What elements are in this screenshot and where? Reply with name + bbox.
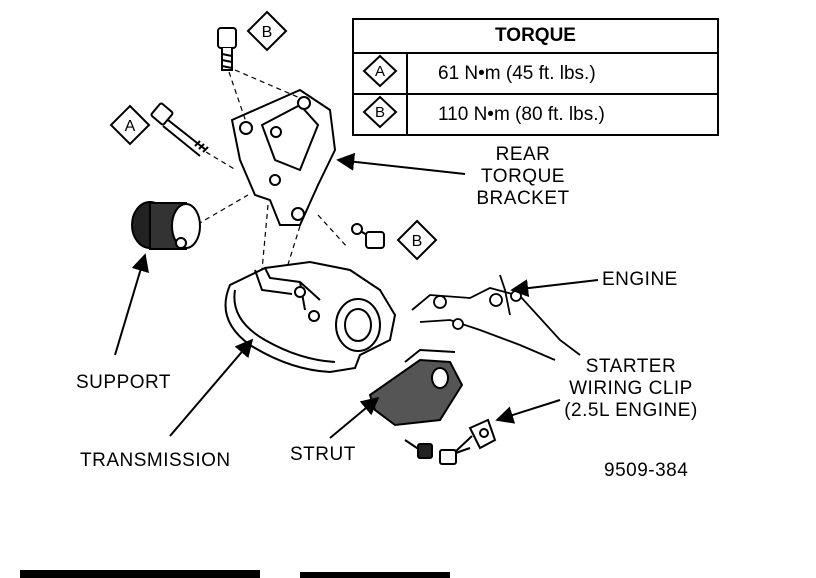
label-starter-wiring-clip: STARTER WIRING CLIP (2.5L ENGINE) xyxy=(556,356,706,422)
label-transmission: TRANSMISSION xyxy=(80,450,231,471)
torque-row-b: B 110 N•m (80 ft. lbs.) xyxy=(352,93,719,136)
label-starter-line3: (2.5L ENGINE) xyxy=(564,400,698,421)
callout-a-letter: A xyxy=(125,118,136,135)
label-strut: STRUT xyxy=(290,444,356,465)
engine-block xyxy=(411,274,581,361)
torque-value-b: 110 N•m (80 ft. lbs.) xyxy=(406,93,719,136)
torque-table-header: TORQUE xyxy=(352,18,719,54)
label-bracket-line2: TORQUE xyxy=(481,166,565,187)
callout-b-top-letter: B xyxy=(262,24,273,41)
label-starter-line1: STARTER xyxy=(585,356,677,377)
strut xyxy=(368,348,464,427)
figure-number: 9509-384 xyxy=(604,460,689,481)
long-bolt xyxy=(150,102,209,157)
middle-bolt xyxy=(351,223,385,249)
torque-key-b-letter: B xyxy=(375,104,385,121)
top-bolt xyxy=(217,27,237,71)
support-mount xyxy=(131,201,201,250)
label-support: SUPPORT xyxy=(76,372,172,393)
label-starter-line2: WIRING CLIP xyxy=(569,378,693,399)
torque-key-b-diamond: B xyxy=(362,95,398,129)
torque-row-a: A 61 N•m (45 ft. lbs.) xyxy=(352,52,719,95)
torque-key-a-cell: A xyxy=(352,52,408,95)
torque-table-header-row: TORQUE xyxy=(352,18,719,54)
callout-a-diamond: A xyxy=(109,104,151,146)
leader-arrows xyxy=(114,152,599,439)
torque-table: TORQUE A 61 N•m (45 ft. lbs.) B 110 N•m … xyxy=(352,18,719,136)
rear-torque-bracket xyxy=(230,88,337,226)
label-rear-torque-bracket: REAR TORQUE BRACKET xyxy=(468,144,578,210)
callout-b-top-diamond: B xyxy=(246,10,288,52)
label-bracket-line3: BRACKET xyxy=(476,188,570,209)
torque-key-b-cell: B xyxy=(352,93,408,136)
strut-bolts xyxy=(404,439,471,465)
label-engine: ENGINE xyxy=(602,269,678,290)
torque-value-a: 61 N•m (45 ft. lbs.) xyxy=(406,52,719,95)
torque-key-a-diamond: A xyxy=(362,54,398,88)
transmission-housing xyxy=(224,260,397,374)
label-bracket-line1: REAR xyxy=(495,144,551,165)
torque-key-a-letter: A xyxy=(375,63,385,80)
callout-b-mid-letter: B xyxy=(412,233,423,250)
starter-wiring-clip xyxy=(454,418,497,453)
callout-b-mid-diamond: B xyxy=(396,219,438,261)
bottom-edge-marks xyxy=(20,570,450,578)
